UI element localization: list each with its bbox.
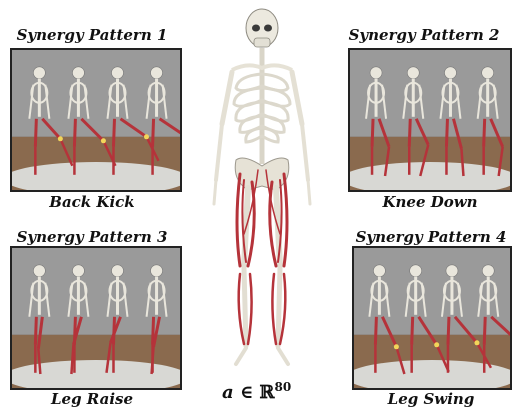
- figure-skull: [370, 67, 382, 79]
- clavicles: [232, 65, 292, 70]
- figure-skull: [111, 67, 123, 79]
- figure-skull: [407, 67, 419, 79]
- figure-leg-muscle: [35, 317, 36, 345]
- eye-socket-right: [264, 25, 272, 32]
- activation-formula: a ∈ ℝ80: [222, 380, 291, 403]
- pattern-1-caption: Back Kick: [12, 193, 172, 211]
- figure-skull: [151, 67, 163, 79]
- figure-leg-muscle: [409, 119, 410, 147]
- pattern-1-scene: [12, 50, 180, 190]
- figure-leg-muscle: [448, 317, 449, 345]
- pattern-4-scene: [354, 248, 510, 388]
- figure-skull: [482, 265, 494, 277]
- figure-leg-muscle: [153, 119, 154, 147]
- scene-platform: [354, 360, 510, 388]
- figure-skull: [373, 265, 385, 277]
- formula-exponent: 80: [275, 380, 292, 394]
- joint-marker: [394, 344, 399, 349]
- jaw: [254, 38, 270, 47]
- scene-platform: [350, 162, 510, 190]
- figure-leg-muscle: [74, 119, 75, 147]
- pattern-2-caption: Knee Down: [350, 193, 510, 211]
- pattern-4-caption: Leg Swing: [352, 390, 510, 408]
- pattern-4-panel: [352, 246, 512, 390]
- figure-leg-muscle: [484, 119, 485, 147]
- figure-leg-muscle: [372, 119, 373, 147]
- figure-leg-muscle: [375, 317, 376, 345]
- pattern-3-caption: Leg Raise: [12, 390, 172, 408]
- figure-skull: [33, 67, 45, 79]
- formula-relation: ∈ ℝ: [234, 382, 275, 403]
- joint-marker: [58, 136, 63, 141]
- center-skeleton: [196, 4, 328, 374]
- figure-skull: [151, 265, 163, 277]
- pattern-2-title: Synergy Pattern 2: [344, 26, 504, 44]
- pattern-4-title: Synergy Pattern 4: [350, 228, 512, 246]
- pattern-3-title: Synergy Pattern 3: [12, 228, 172, 246]
- joint-marker: [434, 342, 439, 347]
- pattern-3-scene: [12, 248, 180, 388]
- figure-leg-muscle: [484, 317, 485, 345]
- eye-socket-left: [252, 25, 260, 32]
- joint-marker: [474, 340, 479, 345]
- scene-platform: [12, 162, 180, 190]
- scene-platform: [12, 360, 180, 388]
- figure-skull: [444, 67, 456, 79]
- pattern-2-scene: [350, 50, 510, 190]
- formula-symbol: a: [222, 382, 234, 403]
- pattern-3-panel: [10, 246, 182, 390]
- joint-marker: [144, 134, 149, 139]
- pattern-1-title: Synergy Pattern 1: [12, 26, 172, 44]
- figure-skull: [410, 265, 422, 277]
- figure-leg-muscle: [113, 119, 114, 147]
- pattern-2-panel: [348, 48, 512, 192]
- figure-skull: [111, 265, 123, 277]
- figure-leg-muscle: [446, 119, 447, 147]
- pattern-1-panel: [10, 48, 182, 192]
- figure-leg-muscle: [412, 317, 413, 345]
- figure-skull: [482, 67, 494, 79]
- figure-skull: [446, 265, 458, 277]
- figure-leg-muscle: [35, 119, 36, 147]
- figure-skull: [72, 265, 84, 277]
- figure-skull: [33, 265, 45, 277]
- figure-skull: [72, 67, 84, 79]
- joint-marker: [101, 138, 106, 143]
